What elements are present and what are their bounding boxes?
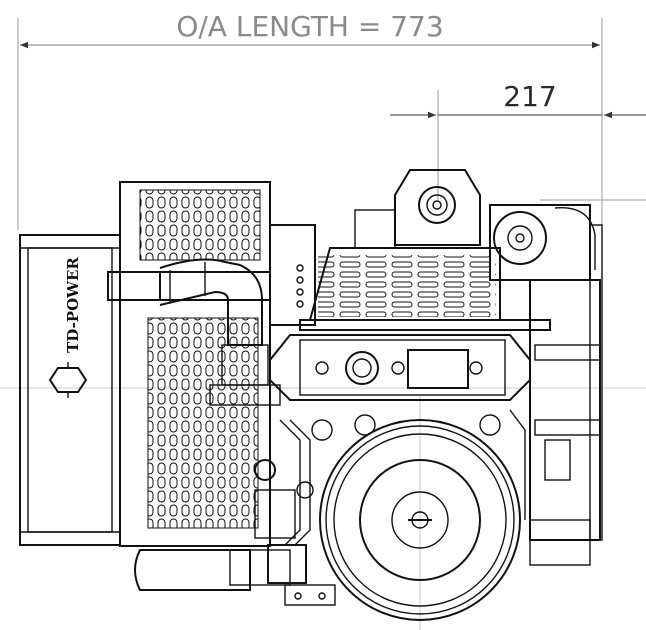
offset-label: 217 xyxy=(503,80,556,113)
lifting-bracket xyxy=(354,169,481,249)
radiator-core xyxy=(119,181,271,547)
oil-pan xyxy=(134,544,336,606)
intake-pipe xyxy=(107,258,281,406)
alternator xyxy=(489,204,596,281)
engine-front-cover xyxy=(269,334,531,401)
radiator: TD-POWER xyxy=(19,234,121,546)
overall-length-dimension: O/A LENGTH = 773 xyxy=(17,10,603,230)
flywheel-housing xyxy=(529,224,603,566)
offset-dimension: 217 xyxy=(390,80,646,201)
fuel-pipes xyxy=(279,409,526,546)
crankshaft-pulley xyxy=(319,419,521,621)
brand-label: TD-POWER xyxy=(64,257,82,353)
overall-length-label: O/A LENGTH = 773 xyxy=(176,10,443,43)
idler-pulleys xyxy=(254,414,501,539)
radiator-cap-icon xyxy=(48,362,88,398)
top-guard xyxy=(299,247,551,331)
air-filter xyxy=(269,224,316,326)
